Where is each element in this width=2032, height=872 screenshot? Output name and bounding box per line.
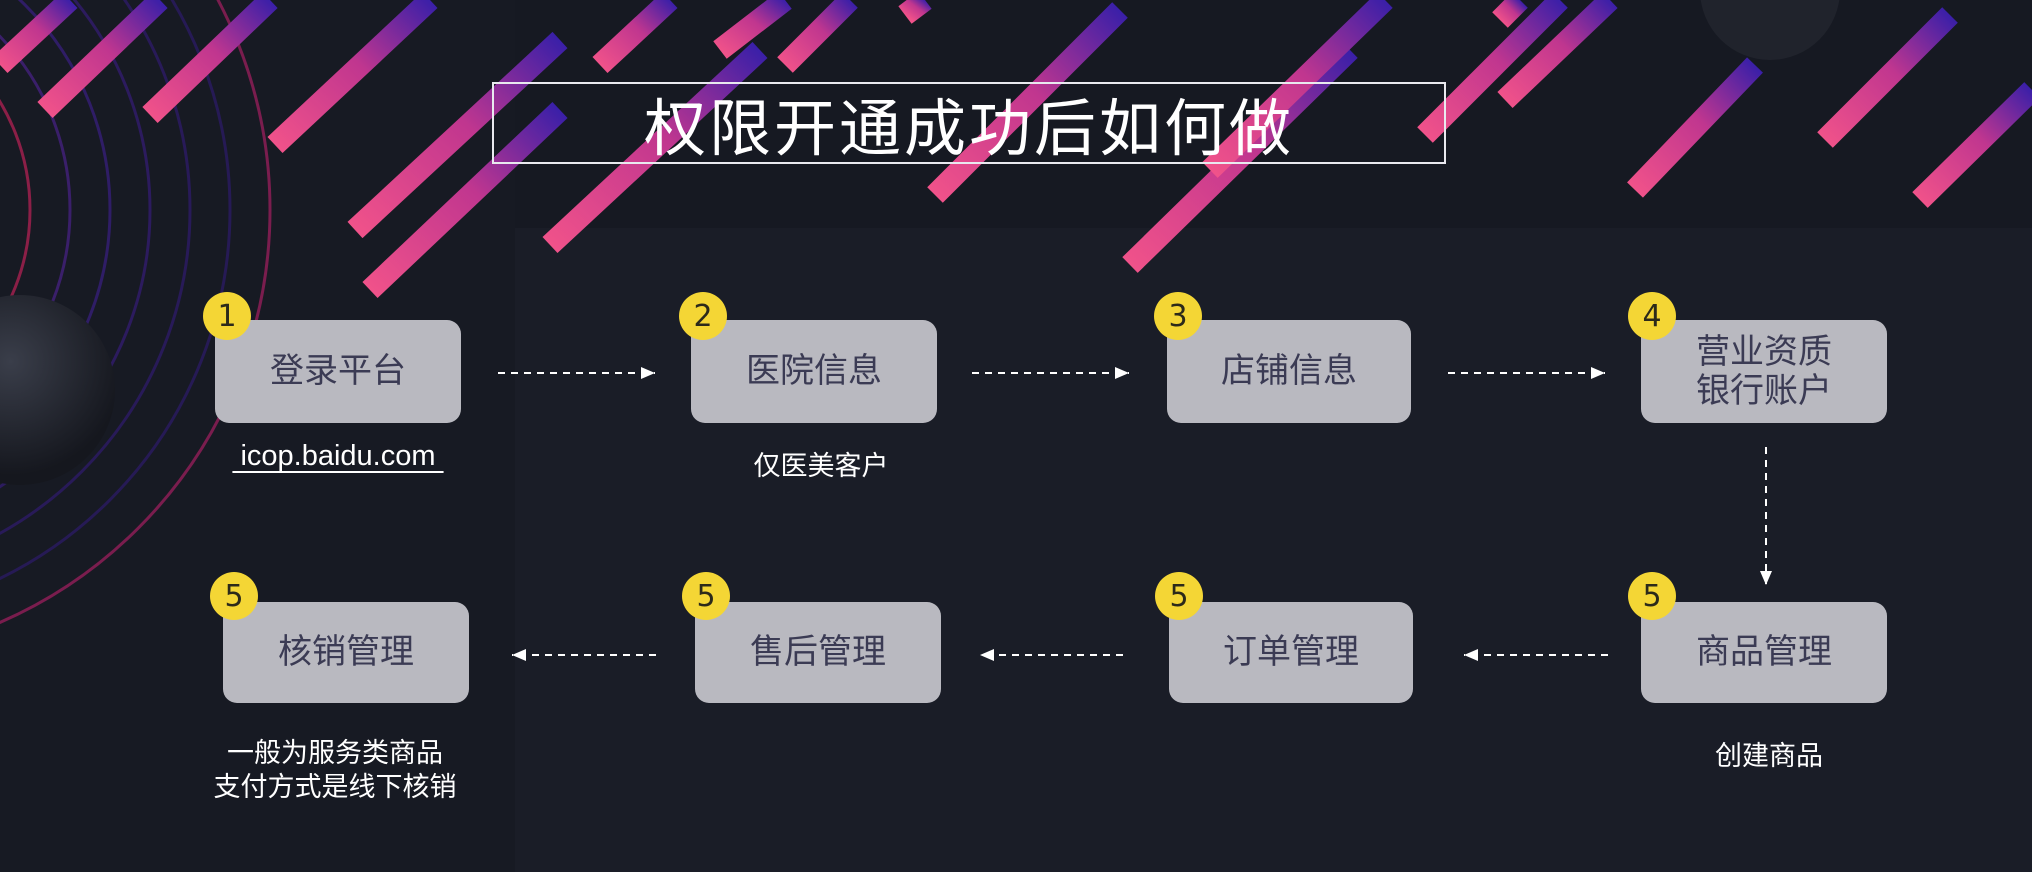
step-label-line2: 银行账户 [1696, 370, 1832, 411]
hospital-note: 仅医美客户 [753, 451, 889, 482]
step-hospital-info: 医院信息 [691, 320, 937, 423]
step-number-badge: 3 [1154, 292, 1202, 340]
step-label: 核销管理 [278, 632, 414, 672]
step-label: 订单管理 [1223, 632, 1359, 672]
step-number-badge: 5 [1628, 572, 1676, 620]
step-label-line1: 营业资质 [1696, 331, 1832, 372]
step-store-info: 店铺信息 [1167, 320, 1411, 423]
step-verification-management: 核销管理 [223, 602, 469, 703]
step-aftersale-management: 售后管理 [695, 602, 941, 703]
verification-note-line1: 一般为服务类商品 [227, 738, 443, 769]
step-number-badge: 2 [679, 292, 727, 340]
step-number-badge: 5 [1155, 572, 1203, 620]
page-title: 权限开通成功后如何做 [643, 92, 1294, 165]
step-business-qualification: 营业资质 银行账户 [1641, 320, 1887, 423]
product-note: 创建商品 [1715, 741, 1823, 772]
step-number-badge: 1 [203, 292, 251, 340]
step-product-management: 商品管理 [1641, 602, 1887, 703]
login-url-link[interactable]: icop.baidu.com [232, 440, 444, 472]
step-label: 店铺信息 [1221, 351, 1357, 391]
step-login-platform: 登录平台 [215, 320, 461, 423]
step-number-badge: 4 [1628, 292, 1676, 340]
step-order-management: 订单管理 [1169, 602, 1413, 703]
step-label: 医院信息 [746, 351, 882, 391]
verification-note: 一般为服务类商品 支付方式是线下核销 [190, 737, 480, 805]
step-number-badge: 5 [682, 572, 730, 620]
title-frame: 权限开通成功后如何做 [492, 82, 1446, 165]
step-label: 登录平台 [270, 351, 406, 391]
step-label: 商品管理 [1696, 632, 1832, 672]
step-number-badge: 5 [210, 572, 258, 620]
step-label: 售后管理 [750, 632, 886, 672]
verification-note-line2: 支付方式是线下核销 [213, 772, 457, 803]
